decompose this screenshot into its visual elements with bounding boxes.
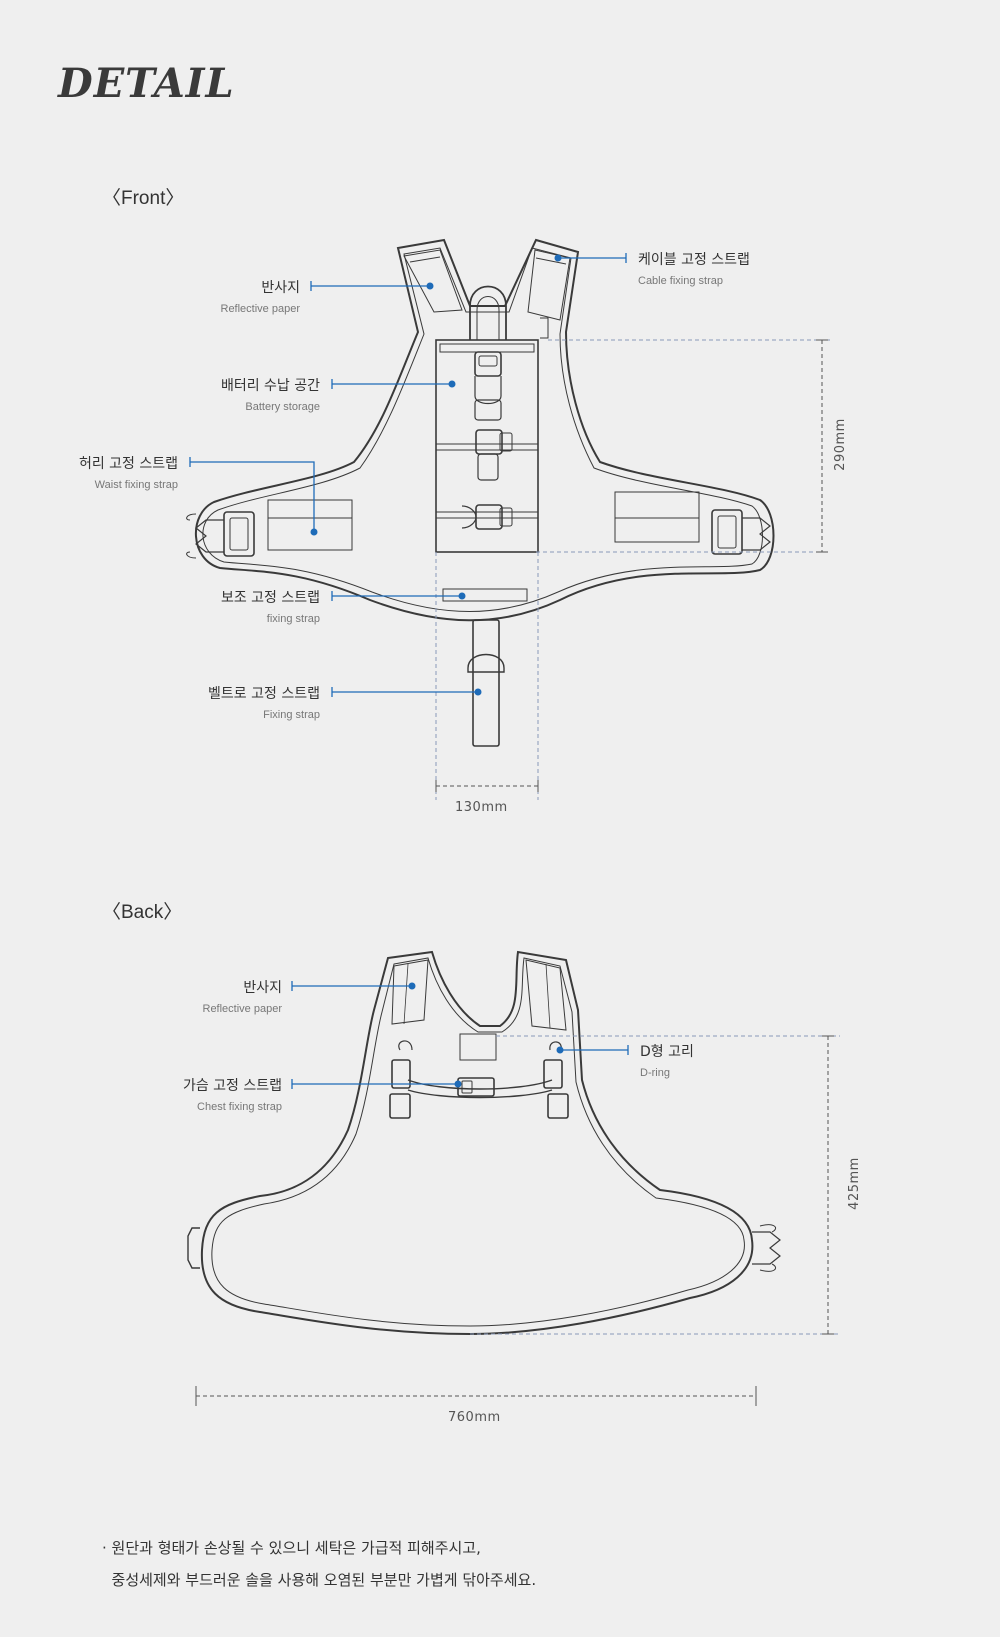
front-callout-aux: 보조 고정 스트랩 fixing strap [221, 587, 320, 625]
callout-ko: 케이블 고정 스트랩 [638, 252, 750, 268]
care-note-line-1: · 원단과 형태가 손상될 수 있으니 세탁은 가급적 피해주시고, [102, 1539, 481, 1557]
callout-en: Fixing strap [263, 709, 320, 721]
callout-ko: 벨트로 고정 스트랩 [208, 686, 320, 702]
back-callout-dring: D형 고리 D-ring [640, 1041, 694, 1079]
back-callout-chest: 가슴 고정 스트랩 Chest fixing strap [183, 1075, 282, 1113]
callout-ko: 허리 고정 스트랩 [78, 456, 178, 472]
back-leader-lines [291, 981, 629, 1089]
front-callout-cable: 케이블 고정 스트랩 Cable fixing strap [638, 249, 750, 287]
callout-en: Cable fixing strap [638, 275, 723, 287]
front-width-dimension: 130mm [455, 800, 508, 815]
back-dimension-lines [470, 1035, 840, 1335]
front-dimension-lines [435, 339, 830, 800]
back-section-title: 〈Back〉 [102, 902, 183, 923]
front-callout-battery: 배터리 수납 공간 Battery storage [221, 375, 320, 413]
back-dimension-arrows [195, 1035, 834, 1406]
front-height-dimension: 290mm [832, 418, 848, 471]
front-section-title: 〈Front〉 [102, 188, 185, 209]
callout-ko: 보조 고정 스트랩 [220, 590, 320, 606]
front-harness-drawing [186, 238, 775, 747]
callout-en: Reflective paper [202, 1003, 283, 1015]
callout-ko: 반사지 [243, 980, 282, 996]
page-title: DETAIL [58, 60, 235, 107]
back-leader-dots [408, 982, 564, 1088]
callout-en: Battery storage [245, 401, 320, 413]
care-notes: · 원단과 형태가 손상될 수 있으니 세탁은 가급적 피해주시고, 중성세제와… [102, 1532, 536, 1596]
front-callout-belt: 벨트로 고정 스트랩 Fixing strap [208, 683, 320, 721]
callout-en: Chest fixing strap [197, 1101, 282, 1113]
back-width-dimension: 760mm [448, 1410, 501, 1425]
callout-ko: 가슴 고정 스트랩 [182, 1078, 282, 1094]
callout-ko: 반사지 [261, 280, 300, 296]
callout-en: Waist fixing strap [94, 479, 178, 491]
front-dimension-arrows [435, 339, 828, 792]
front-callout-reflective: 반사지 Reflective paper [221, 277, 301, 315]
front-callout-waist: 허리 고정 스트랩 Waist fixing strap [79, 453, 178, 491]
back-height-dimension: 425mm [846, 1157, 862, 1210]
front-leader-lines [189, 253, 627, 697]
callout-en: fixing strap [266, 613, 320, 625]
callout-en: Reflective paper [220, 303, 301, 315]
callout-ko: D형 고리 [640, 1044, 694, 1060]
back-callout-reflective: 반사지 Reflective paper [203, 977, 283, 1015]
callout-en: D-ring [640, 1067, 670, 1079]
care-note-line-2: 중성세제와 부드러운 솔을 사용해 오염된 부분만 가볍게 닦아주세요. [102, 1571, 537, 1589]
front-leader-dots [310, 254, 562, 696]
callout-ko: 배터리 수납 공간 [220, 378, 320, 394]
